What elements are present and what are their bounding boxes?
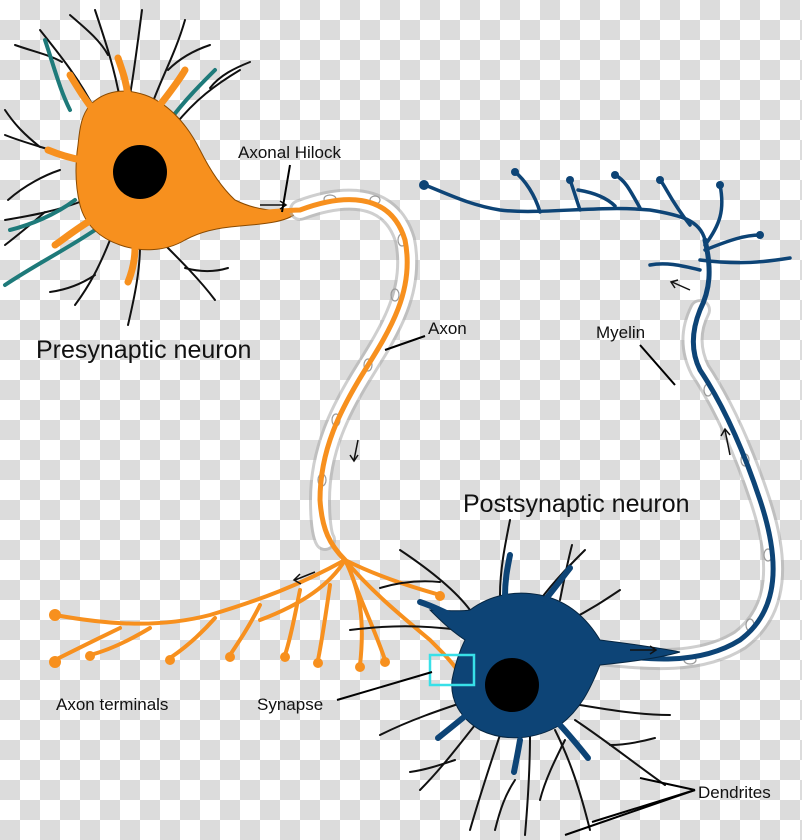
presynaptic-dendrites bbox=[4, 9, 251, 326]
label-presynaptic-neuron: Presynaptic neuron bbox=[36, 336, 252, 364]
label-leader-lines bbox=[281, 164, 696, 836]
direction-arrows bbox=[260, 200, 731, 655]
postsynaptic-nucleus bbox=[485, 658, 539, 712]
axon-terminals-branches bbox=[53, 558, 462, 677]
postsynaptic-dendrite-stubs bbox=[417, 552, 591, 775]
label-axon-terminals: Axon terminals bbox=[56, 695, 169, 714]
label-axonal-hilock: Axonal Hilock bbox=[238, 143, 341, 162]
label-axon: Axon bbox=[428, 319, 467, 338]
postsynaptic-axon bbox=[577, 237, 776, 662]
label-synapse: Synapse bbox=[257, 695, 324, 714]
presynaptic-accent-dendrites bbox=[3, 38, 217, 287]
presynaptic-dendrite-stubs bbox=[44, 54, 189, 286]
presynaptic-soma bbox=[75, 90, 302, 251]
label-postsynaptic-neuron: Postsynaptic neuron bbox=[463, 490, 690, 518]
axon-terminal-knobs bbox=[49, 591, 466, 681]
postsynaptic-apical-dendrites bbox=[423, 170, 792, 272]
apical-dendrite-knobs bbox=[419, 168, 764, 239]
presynaptic-nucleus bbox=[113, 145, 167, 199]
presynaptic-axon bbox=[237, 197, 410, 563]
synapse-highlight-box bbox=[428, 653, 476, 687]
postsynaptic-dendrites bbox=[349, 519, 671, 836]
label-dendrites: Dendrites bbox=[698, 783, 771, 802]
label-myelin: Myelin bbox=[596, 323, 646, 342]
